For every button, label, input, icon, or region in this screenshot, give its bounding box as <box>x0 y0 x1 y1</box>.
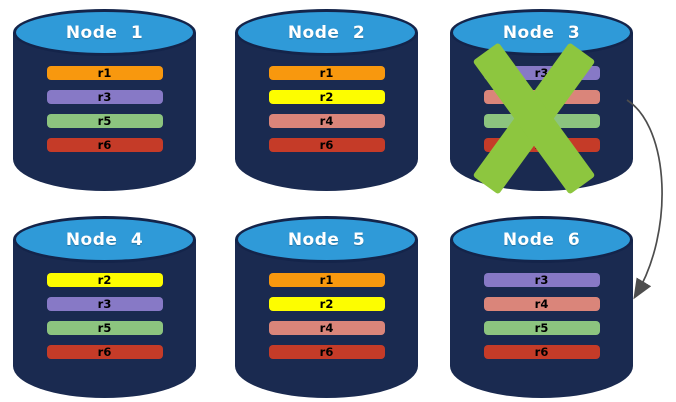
replica-bar-r3: r3 <box>46 90 163 104</box>
replica-list: r3 r4 r5 r6 <box>450 273 633 369</box>
replica-bar-r5: r5 <box>46 321 163 335</box>
replica-list: r2 r3 r5 r6 <box>13 273 196 369</box>
replica-list: r1 r3 r5 r6 <box>13 66 196 162</box>
replica-bar-r6: r6 <box>483 345 600 359</box>
replica-bar-r2: r2 <box>46 273 163 287</box>
cylinder-top: Node 2 <box>235 9 418 56</box>
cylinder-top: Node 6 <box>450 216 633 263</box>
cylinder-top: Node 1 <box>13 9 196 56</box>
cylinder-body <box>13 33 196 191</box>
replica-bar-r3: r3 <box>46 297 163 311</box>
replica-bar-r4: r4 <box>483 297 600 311</box>
replica-bar-r6: r6 <box>46 138 163 152</box>
replica-list: r1 r2 r4 r6 <box>235 273 418 369</box>
replica-bar-r1: r1 <box>268 273 385 287</box>
cylinder-top: Node 3 <box>450 9 633 56</box>
node-4: Node 4 r2 r3 r5 r6 <box>13 216 196 398</box>
replica-bar-r4: r4 <box>268 321 385 335</box>
cylinder-body <box>235 33 418 191</box>
cylinder-body <box>450 240 633 398</box>
cylinder-top: Node 4 <box>13 216 196 263</box>
replica-bar-r5: r5 <box>46 114 163 128</box>
replica-bar-r2: r2 <box>268 297 385 311</box>
replica-bar-r1: r1 <box>46 66 163 80</box>
cylinder-body <box>13 240 196 398</box>
cylinder-top: Node 5 <box>235 216 418 263</box>
replica-bar-r6: r6 <box>268 138 385 152</box>
replica-list: r1 r2 r4 r6 <box>235 66 418 162</box>
replica-bar-r3: r3 <box>483 66 600 80</box>
node-title: Node 6 <box>502 229 581 250</box>
node-1: Node 1 r1 r3 r5 r6 <box>13 9 196 191</box>
node-title: Node 5 <box>287 229 366 250</box>
replica-bar-r4: r4 <box>268 114 385 128</box>
replica-bar-r6: r6 <box>483 138 600 152</box>
replica-bar-r4: r4 <box>483 90 600 104</box>
replica-bar-r6: r6 <box>268 345 385 359</box>
replica-bar-r3: r3 <box>483 273 600 287</box>
node-title: Node 4 <box>65 229 144 250</box>
replica-bar-r1: r1 <box>268 66 385 80</box>
replica-bar-r5: r5 <box>483 321 600 335</box>
cylinder-body <box>235 240 418 398</box>
node-6: Node 6 r3 r4 r5 r6 <box>450 216 633 398</box>
replica-list: r3 r4 r5 r6 <box>450 66 633 162</box>
node-title: Node 1 <box>65 22 144 43</box>
replica-bar-r6: r6 <box>46 345 163 359</box>
node-title: Node 3 <box>502 22 581 43</box>
replica-bar-r5: r5 <box>483 114 600 128</box>
node-title: Node 2 <box>287 22 366 43</box>
replica-bar-r2: r2 <box>268 90 385 104</box>
node-5: Node 5 r1 r2 r4 r6 <box>235 216 418 398</box>
node-2: Node 2 r1 r2 r4 r6 <box>235 9 418 191</box>
node-3: Node 3 r3 r4 r5 r6 <box>450 9 633 195</box>
